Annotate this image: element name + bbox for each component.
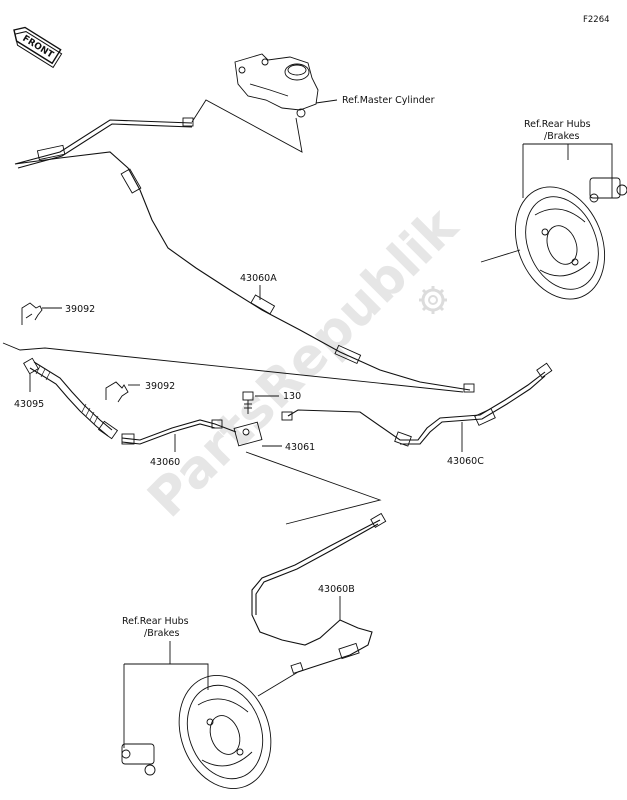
figure-code: F2264: [583, 15, 610, 25]
label-43061: 43061: [285, 442, 315, 453]
label-rear-hubs-top-2: /Brakes: [544, 131, 579, 142]
label-rear-hubs-bottom-2: /Brakes: [144, 628, 179, 639]
label-master-cylinder: Ref.Master Cylinder: [342, 95, 435, 106]
rear-brake-bottom: [121, 675, 272, 789]
front-arrow-icon: FRONT: [13, 26, 63, 69]
label-39092-mid: 39092: [145, 381, 175, 392]
label-43095: 43095: [14, 399, 44, 410]
rear-brake-top: [514, 177, 627, 300]
clip-39092-mid: [105, 381, 129, 403]
brake-line-43060c: [281, 362, 553, 447]
watermark-text: PartsRepublik: [137, 196, 471, 530]
label-39092-top: 39092: [65, 304, 95, 315]
master-cylinder: [234, 53, 319, 118]
clip-39092-top: [21, 302, 43, 325]
bolt-130: [242, 391, 254, 414]
joint-43061: [233, 421, 263, 447]
label-43060a: 43060A: [240, 273, 277, 284]
brake-line-43060a: [14, 117, 475, 393]
brake-line-43060b: [251, 512, 387, 674]
label-rear-hubs-bottom-1: Ref.Rear Hubs: [122, 616, 189, 627]
watermark: PartsRepublik: [137, 196, 471, 530]
gear-icon: [419, 286, 447, 314]
label-130: 130: [283, 391, 301, 402]
label-rear-hubs-top-1: Ref.Rear Hubs: [524, 119, 591, 130]
hose-43095: [23, 357, 119, 440]
brake-line-43060: [121, 419, 237, 445]
label-43060c: 43060C: [447, 456, 484, 467]
label-43060: 43060: [150, 457, 180, 468]
label-43060b: 43060B: [318, 584, 355, 595]
